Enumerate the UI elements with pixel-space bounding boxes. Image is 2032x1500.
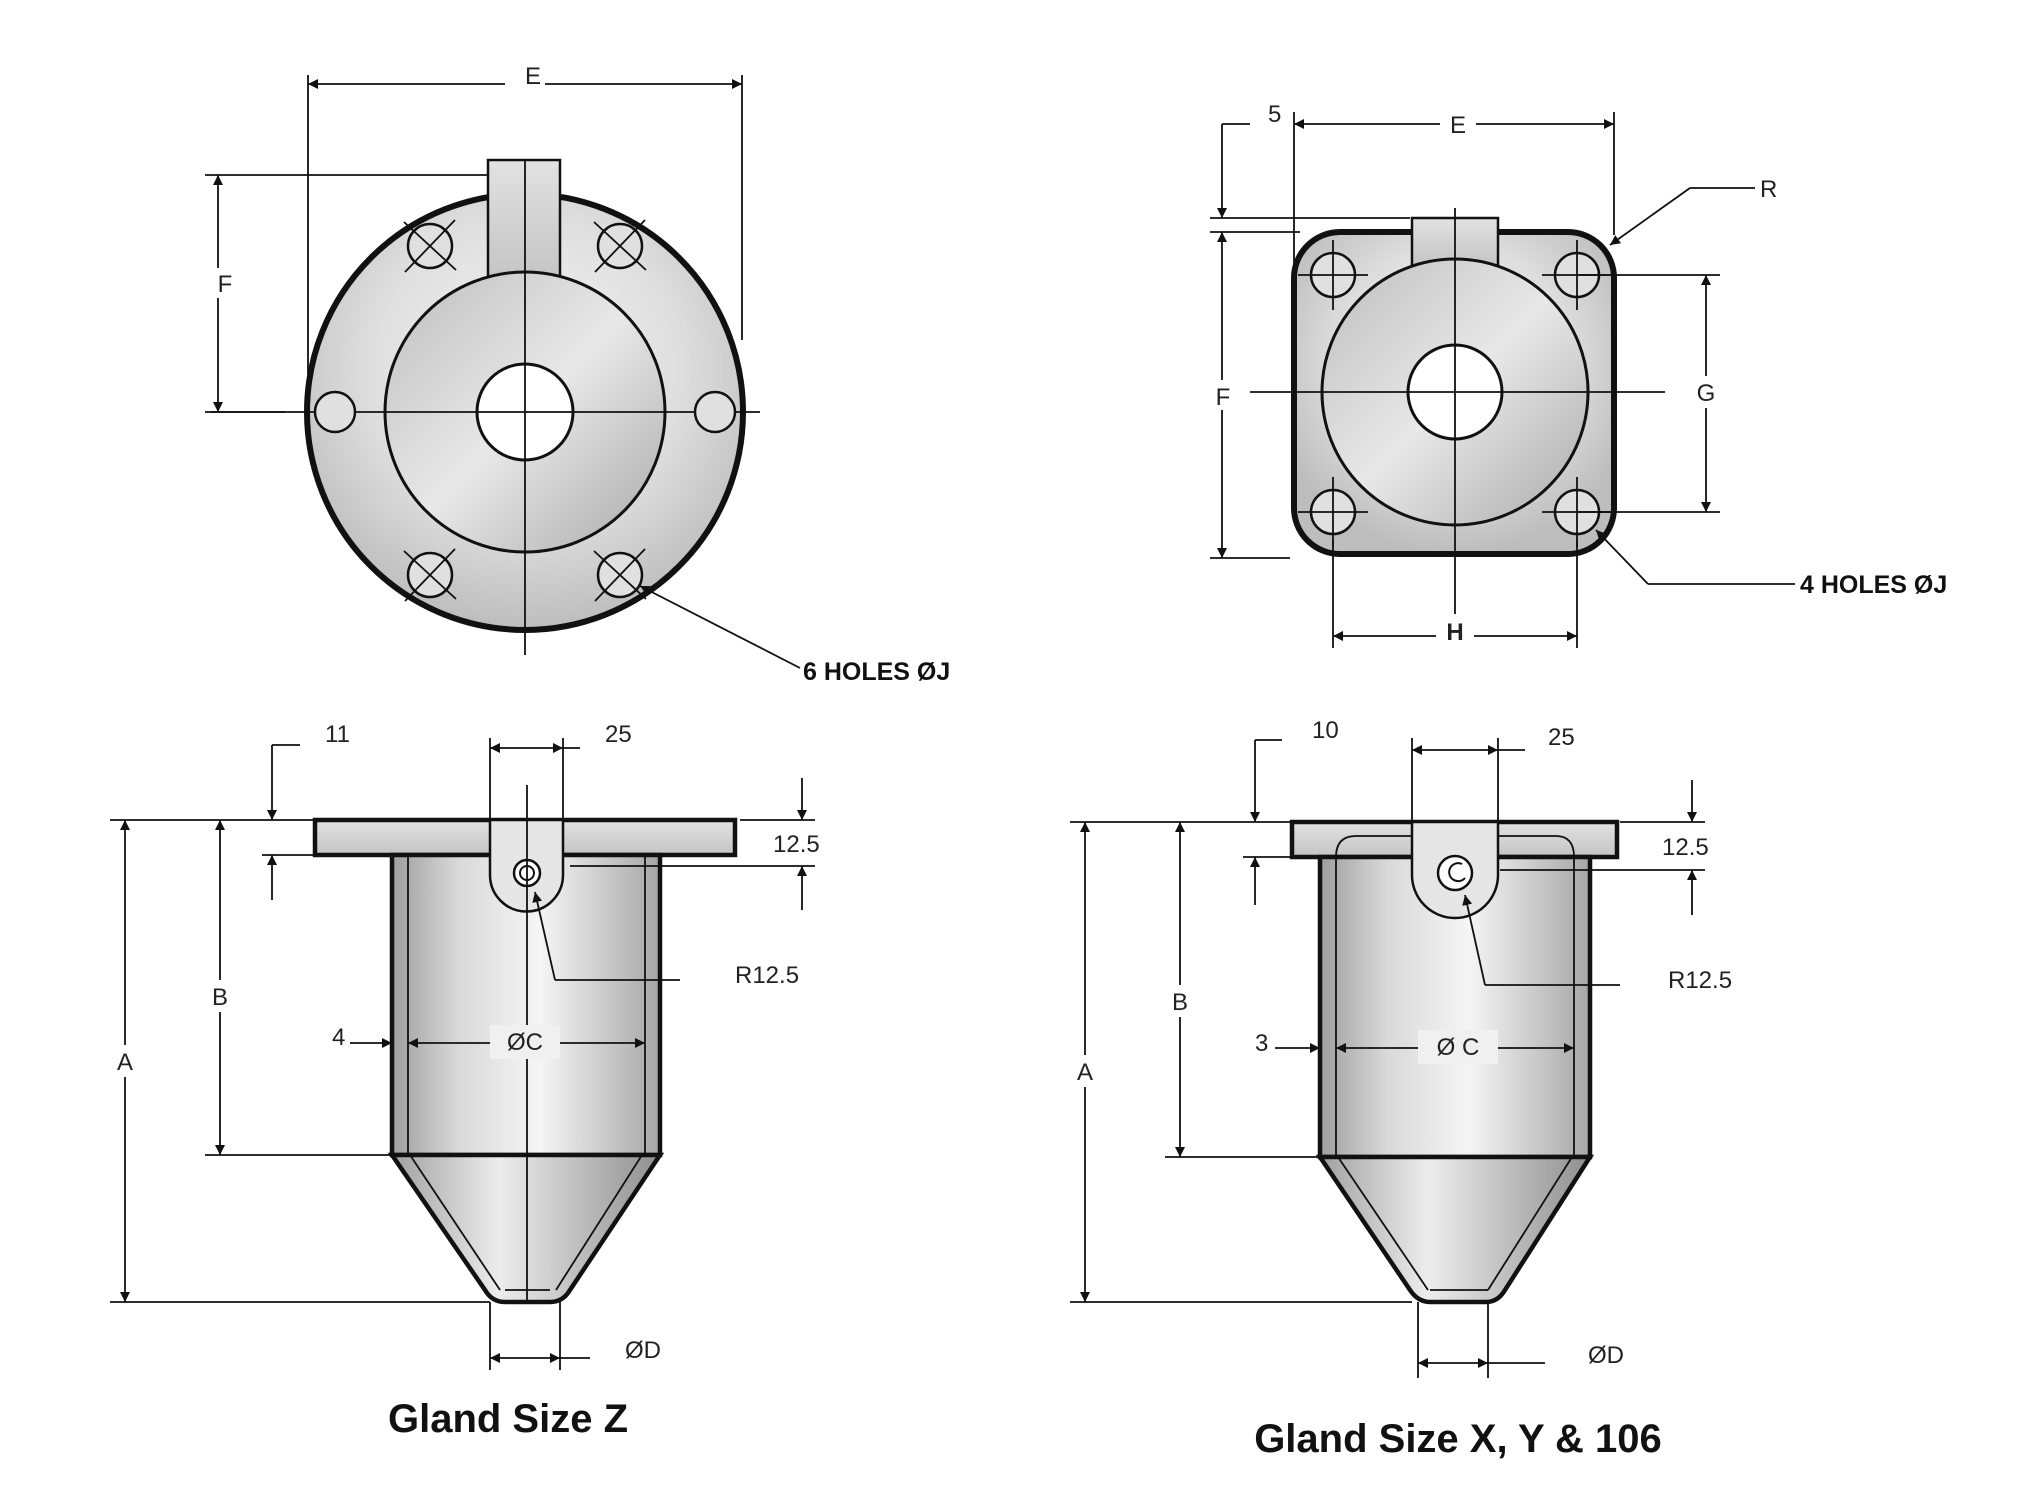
xy-plan-dim-e: E: [1450, 112, 1466, 139]
xy-plan-dim-h: H: [1446, 619, 1463, 646]
z-side-dim-top-offset: 11: [325, 721, 350, 748]
z-side-view: A B 11 25 12.5 R12.5 4 ØC: [110, 721, 820, 1370]
xy-plan-view: E 5 F G H R 4 HOLES ØJ: [1210, 101, 1947, 648]
xy-side-dim-flange-thk: 12.5: [1662, 834, 1709, 861]
xy-side-dim-b: B: [1172, 989, 1188, 1016]
z-holes-callout: 6 HOLES ØJ: [803, 658, 950, 686]
hole-icon: [693, 390, 737, 434]
hole-icon: [1298, 477, 1368, 547]
xy-plan-dim-f: F: [1216, 384, 1231, 411]
xy-side-cone: [1315, 1154, 1595, 1305]
xy-plan-dim-g: G: [1697, 380, 1716, 407]
z-plan-dim-f: F: [218, 271, 233, 298]
xy-side-dim-c: Ø C: [1437, 1034, 1480, 1061]
z-side-dim-a: A: [117, 1049, 133, 1076]
z-plan-dim-e: E: [525, 63, 541, 90]
xy-side-dim-wall: 3: [1255, 1030, 1268, 1057]
caption-gland-size-xy: Gland Size X, Y & 106: [1254, 1417, 1662, 1461]
hole-icon: [1298, 240, 1368, 310]
z-side-dim-b: B: [212, 984, 228, 1011]
xy-side-dim-a: A: [1077, 1059, 1093, 1086]
xy-side-dim-radius: R12.5: [1668, 967, 1732, 994]
xy-holes: [1298, 240, 1612, 547]
hole-icon: [313, 390, 357, 434]
xy-holes-callout: 4 HOLES ØJ: [1800, 571, 1947, 599]
hole-icon: [403, 548, 457, 602]
z-boss: [486, 158, 562, 282]
hole-icon: [593, 548, 647, 602]
xy-side-dim-boss-width: 25: [1548, 724, 1575, 751]
z-plan-view: E F 6 HOLES ØJ: [205, 63, 950, 686]
caption-gland-size-z: Gland Size Z: [388, 1397, 628, 1441]
xy-plan-dim-offset: 5: [1268, 101, 1281, 128]
hole-icon: [593, 219, 647, 273]
xy-plan-dim-r: R: [1760, 176, 1777, 203]
z-side-dim-radius: R12.5: [735, 962, 799, 989]
z-side-dim-flange-thk: 12.5: [773, 831, 820, 858]
xy-side-dim-d: ØD: [1588, 1342, 1624, 1369]
hole-icon: [403, 219, 457, 273]
z-side-dim-c: ØC: [507, 1029, 543, 1056]
xy-side-view: A B 10 25 12.5 R12.5 3 Ø C: [1070, 717, 1732, 1378]
z-side-dim-wall: 4: [332, 1024, 345, 1051]
z-side-cone: [387, 1152, 665, 1305]
xy-side-dim-top-offset: 10: [1312, 717, 1339, 744]
z-side-dim-d: ØD: [625, 1337, 661, 1364]
z-side-dim-boss-width: 25: [605, 721, 632, 748]
z-holes: [313, 219, 737, 602]
